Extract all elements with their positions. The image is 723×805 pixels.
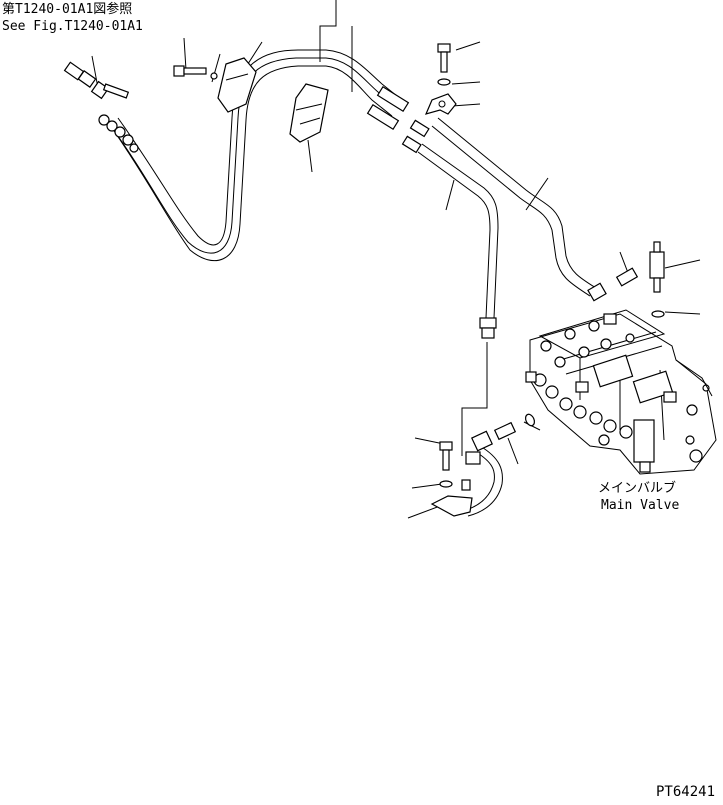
elbow-adapter-right xyxy=(587,241,665,318)
hose-fittings-lower xyxy=(470,317,536,452)
hose-lower xyxy=(465,445,503,517)
reference-note-english: See Fig.T1240-01A1 xyxy=(2,19,143,34)
hose-fittings-upper xyxy=(366,85,430,154)
figure-id: PT64241 xyxy=(656,784,716,800)
hose-loop xyxy=(107,49,403,261)
bolt-clamp-left xyxy=(173,57,257,113)
hose-fittings-left xyxy=(63,61,139,153)
pipe-down xyxy=(417,143,499,319)
main-valve-label-japanese: メインバルブ xyxy=(598,481,677,496)
main-valve-label-english: Main Valve xyxy=(601,498,680,513)
bolt-clamp-right xyxy=(424,43,457,115)
bolt-bracket-lower xyxy=(430,441,481,517)
clamp-block xyxy=(289,83,329,143)
main-valve-block xyxy=(525,309,717,475)
reference-note-japanese: 第T1240-01A1図参照 xyxy=(2,2,133,17)
pipe-right xyxy=(431,117,597,297)
